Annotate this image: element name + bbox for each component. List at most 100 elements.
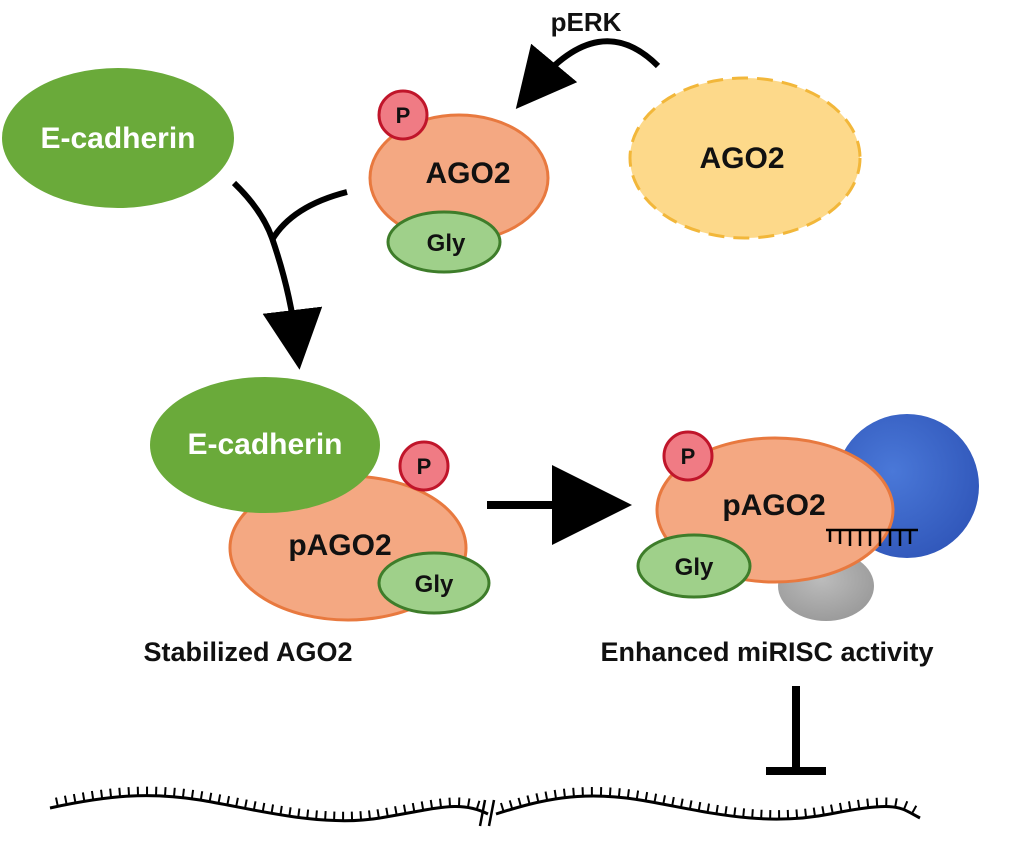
binding-arrow-left [231, 180, 323, 370]
phospho-right-label: P [681, 444, 696, 469]
mrna-base-tick [535, 793, 540, 803]
mrna-base-tick [562, 788, 566, 798]
ago2-free-node: AGO2 [628, 76, 862, 240]
mrna-base-tick [795, 809, 799, 819]
gly-complex-label: Gly [415, 571, 454, 598]
mrna-base-tick [847, 801, 852, 811]
mrna-base-tick [261, 802, 266, 812]
mrna-base-tick [644, 791, 649, 802]
mrna-base-tick [715, 804, 719, 815]
mrna-base-tick [697, 801, 702, 812]
mrna-base-tick [671, 796, 675, 807]
mrna-base-tick [662, 795, 666, 805]
gly-top-label: Gly [427, 230, 466, 257]
ecadherin-top-label: E-cadherin [40, 122, 195, 155]
mrna-base-tick [164, 787, 167, 797]
mrna-base-tick [376, 809, 380, 819]
mrna-base-tick [733, 807, 737, 817]
mrna-base-tick [635, 790, 640, 800]
mrna-base-tick [875, 797, 879, 807]
mrna-base-tick [297, 808, 301, 818]
ecadherin-complex-label: E-cadherin [187, 428, 342, 461]
mrna-base-tick [72, 793, 77, 804]
mrna-base-tick [572, 787, 575, 797]
mrna-base-tick [109, 788, 113, 798]
gly-right-label: Gly [675, 554, 714, 581]
stabilized-caption: Stabilized AGO2 [143, 637, 352, 667]
mrna-strand [49, 786, 921, 827]
mrna-base-tick [688, 800, 693, 810]
mrna-base-tick [394, 806, 398, 816]
ecadherin-top-node: E-cadherin [2, 68, 234, 208]
mrna-base-tick [838, 802, 843, 812]
mirisc-complex: pAGO2 P Gly [636, 414, 979, 621]
mrna-backbone-left [49, 794, 489, 823]
mrna-base-tick [279, 805, 283, 815]
mrna-base-tick [438, 798, 443, 808]
mrna-base-tick [100, 789, 104, 799]
mrna-base-tick [475, 800, 481, 810]
mrna-base-tick [411, 802, 416, 813]
mrna-base-tick [324, 811, 327, 821]
mrna-base-tick [830, 804, 834, 814]
phospho-complex-shape [398, 440, 450, 492]
pago2-right-label: pAGO2 [722, 489, 825, 522]
stabilized-complex: pAGO2 E-cadherin P Gly [150, 377, 491, 622]
gly-top-shape [386, 210, 502, 274]
gly-complex-shape [377, 551, 491, 615]
mrna-base-tick [244, 799, 248, 809]
perk-label: pERK [551, 7, 622, 37]
mrna-base-tick [63, 795, 68, 805]
perk-edge: pERK [515, 7, 661, 110]
ago2-top-label: AGO2 [425, 157, 510, 190]
mrna-base-tick [517, 797, 522, 807]
mrna-base-tick [270, 804, 275, 814]
binding-edge [231, 180, 348, 370]
ecadherin-top-shape [2, 68, 234, 208]
ecadherin-complex-shape [150, 377, 380, 513]
mrna-base-tick [448, 797, 451, 807]
mrna-base-tick [181, 788, 185, 798]
phospho-right-shape [662, 430, 714, 482]
mrna-base-tick [608, 787, 612, 797]
mrna-base-tick [821, 806, 825, 816]
pago2-complex-label: pAGO2 [288, 529, 391, 562]
mrna-base-tick [626, 789, 630, 799]
mrna-base-tick [429, 799, 434, 809]
mrna-base-tick [90, 790, 95, 801]
mrna-base-tick [226, 795, 231, 806]
mrna-base-tick [894, 798, 898, 808]
mrna-base-tick [402, 804, 407, 814]
ago2-top-node: AGO2 Gly P [368, 89, 550, 274]
mrna-base-tick [706, 803, 711, 813]
phospho-top-shape [377, 89, 429, 141]
mrna-base-tick [55, 797, 59, 807]
mrna-base-tick [190, 789, 195, 799]
mrna-break-mark [478, 799, 496, 827]
inhibition-edge [766, 686, 826, 775]
mrna-base-tick [368, 810, 372, 820]
mrna-base-tick [252, 801, 257, 811]
mrna-base-tick [217, 794, 222, 804]
mrna-base-tick [742, 808, 746, 818]
ago2-free-label: AGO2 [699, 142, 784, 175]
mrna-base-tick [866, 798, 870, 808]
mrna-base-tick [857, 799, 861, 809]
mrna-base-tick [466, 798, 471, 808]
mrna-base-tick [208, 792, 213, 802]
mrna-base-tick [235, 797, 239, 807]
gly-right-shape [636, 533, 752, 599]
mrna-base-tick [617, 788, 621, 798]
mrna-base-tick [911, 805, 918, 815]
mrna-base-tick [118, 787, 122, 797]
mrna-bases [55, 786, 918, 821]
mrna-base-tick [526, 795, 531, 805]
mrna-base-tick [804, 808, 808, 818]
mrna-base-tick [544, 791, 549, 801]
mrna-base-tick [172, 787, 176, 797]
mrna-base-tick [500, 802, 505, 812]
mrna-base-tick [306, 809, 310, 819]
mrna-base-tick [359, 811, 363, 821]
